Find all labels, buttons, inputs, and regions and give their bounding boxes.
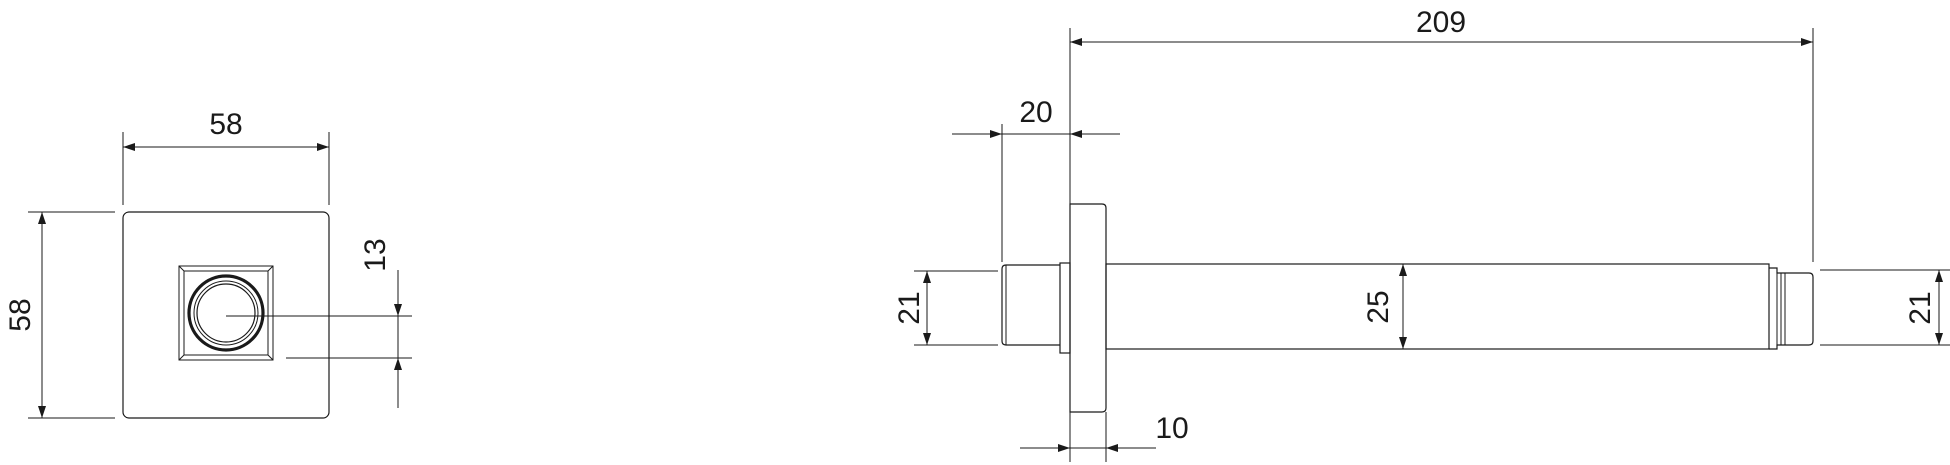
outlet-diameter-label: 21	[1904, 291, 1937, 324]
wall-flange	[1069, 203, 1107, 413]
front-view: 58 58 13	[4, 108, 412, 419]
wall-plate-outline	[122, 211, 330, 419]
front-height-label: 58	[4, 298, 37, 331]
outlet-housing-inner	[183, 270, 269, 356]
outlet-housing-outer	[178, 265, 274, 361]
flange-thickness-label: 10	[1155, 412, 1188, 445]
inlet-length-label: 20	[1019, 96, 1052, 129]
outlet-offset-label: 13	[359, 238, 392, 271]
total-length-label: 209	[1416, 6, 1466, 39]
outlet-thread	[1769, 267, 1814, 350]
arm-diameter-label: 25	[1362, 290, 1395, 323]
side-view: 209 20 10 21 25 21	[893, 6, 1950, 462]
outlet-bore	[196, 283, 256, 343]
front-width-label: 58	[209, 108, 242, 141]
outlet-ring	[187, 274, 265, 352]
inlet-thread	[1001, 264, 1060, 346]
inlet-collar	[1059, 262, 1071, 354]
shower-arm	[1105, 263, 1770, 350]
inlet-diameter-label: 21	[893, 291, 926, 324]
